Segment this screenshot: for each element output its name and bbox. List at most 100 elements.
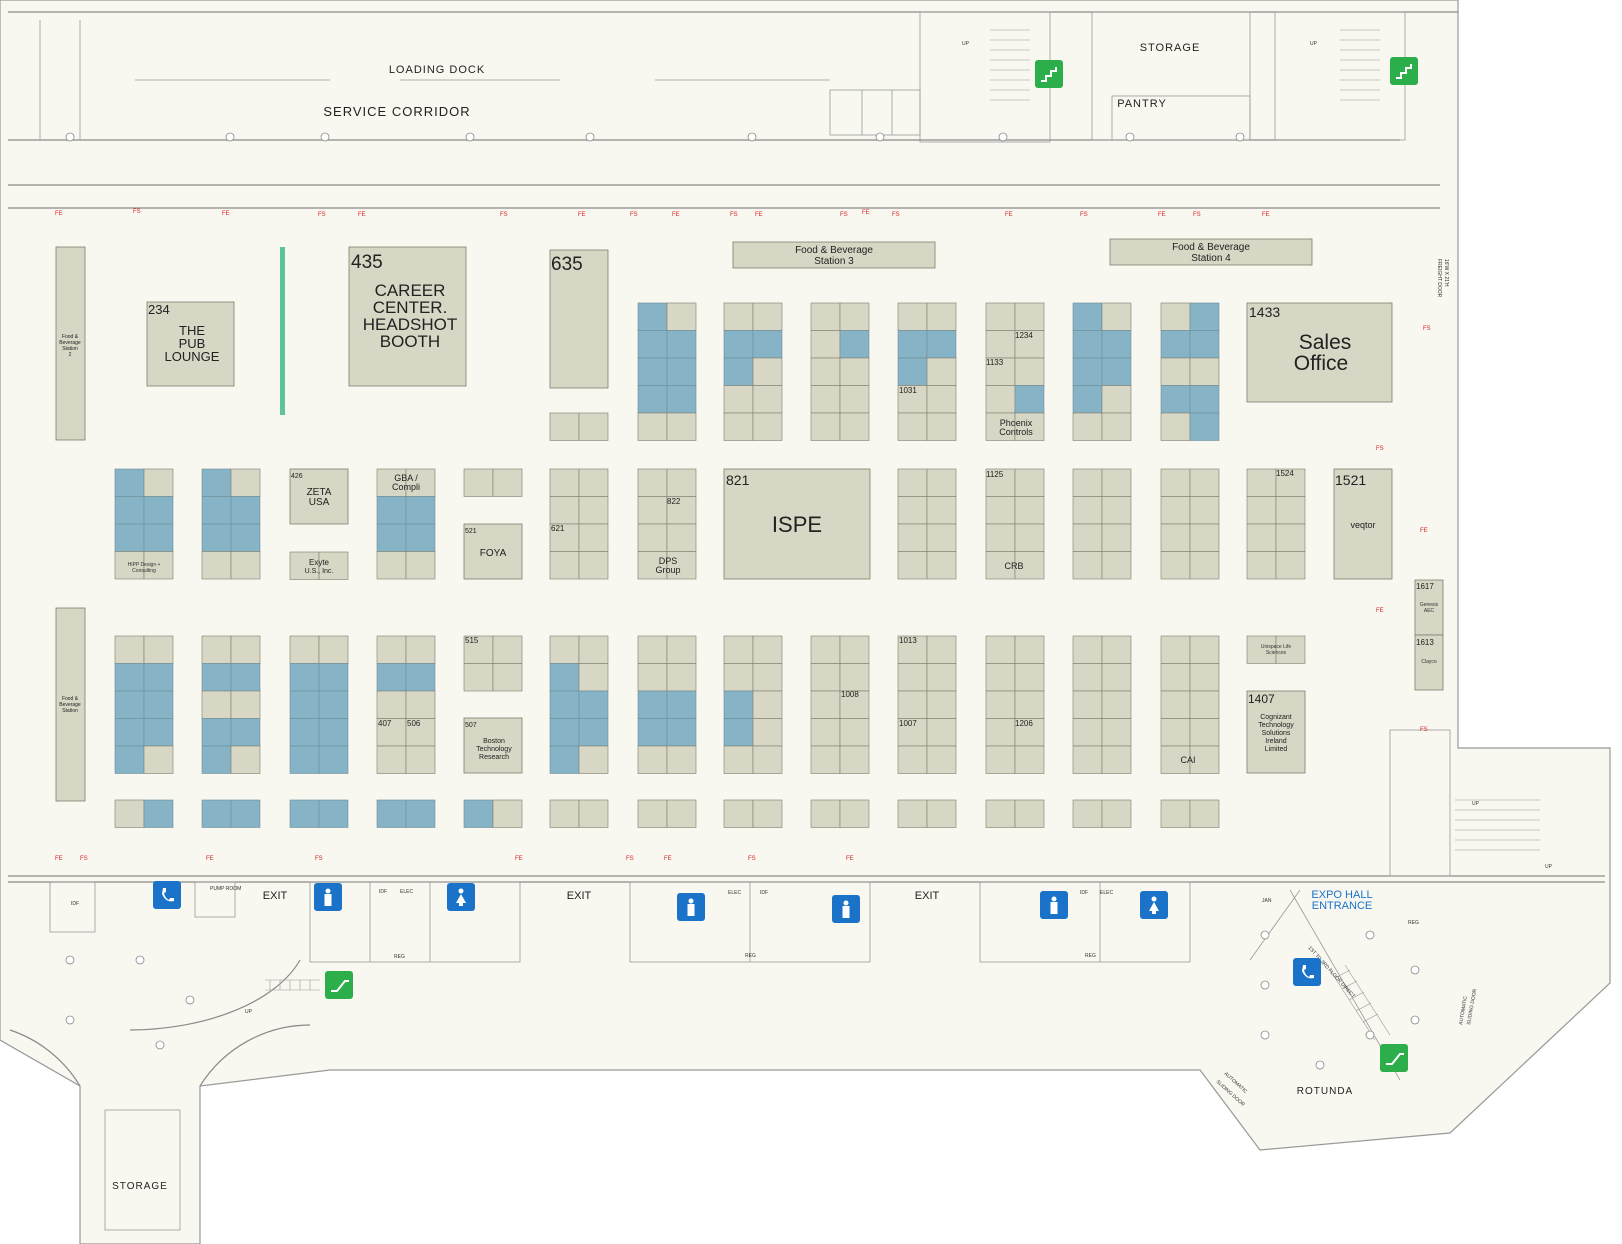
booth[interactable] [1014, 635, 1045, 664]
booth[interactable] [318, 745, 349, 774]
booth[interactable] [405, 690, 436, 719]
booth[interactable] [810, 745, 841, 774]
booth[interactable] [289, 745, 320, 774]
booth[interactable] [839, 663, 870, 692]
booth[interactable] [926, 745, 957, 774]
booth[interactable] [578, 745, 609, 774]
booth[interactable] [637, 357, 668, 386]
booth[interactable] [405, 635, 436, 664]
booth[interactable] [810, 302, 841, 331]
booth[interactable] [985, 718, 1016, 747]
booth[interactable] [1189, 718, 1220, 747]
booth[interactable] [666, 635, 697, 664]
booth[interactable] [1101, 551, 1132, 580]
booth[interactable] [318, 551, 349, 580]
booth-234[interactable]: 234 THE PUB LOUNGE [146, 301, 235, 387]
booth[interactable] [376, 799, 407, 828]
booth[interactable] [405, 799, 436, 828]
booth[interactable] [1189, 357, 1220, 386]
booth[interactable] [1160, 385, 1191, 414]
booth-821[interactable]: 821 ISPE [723, 468, 871, 580]
booth[interactable] [114, 745, 145, 774]
booth[interactable] [926, 690, 957, 719]
booth-426[interactable]: 426 ZETA USA [289, 468, 349, 525]
booth[interactable] [1189, 799, 1220, 828]
booth[interactable] [549, 523, 580, 552]
booth[interactable] [289, 718, 320, 747]
booth[interactable] [578, 799, 609, 828]
booth[interactable] [549, 635, 580, 664]
booth[interactable] [1101, 412, 1132, 441]
booth[interactable] [637, 412, 668, 441]
booth[interactable] [463, 468, 494, 497]
booth[interactable] [1160, 718, 1191, 747]
booth[interactable] [897, 663, 928, 692]
booth[interactable] [201, 718, 232, 747]
booth[interactable] [1189, 468, 1220, 497]
booth[interactable] [1160, 799, 1191, 828]
booth[interactable] [376, 690, 407, 719]
booth[interactable] [405, 468, 436, 497]
booth[interactable] [492, 635, 523, 664]
booth[interactable] [666, 330, 697, 359]
booth[interactable] [405, 523, 436, 552]
booth[interactable] [230, 663, 261, 692]
booth[interactable] [897, 799, 928, 828]
booth[interactable] [752, 745, 783, 774]
booth[interactable] [1072, 357, 1103, 386]
booth[interactable] [1014, 663, 1045, 692]
booth[interactable] [1072, 663, 1103, 692]
booth[interactable] [637, 690, 668, 719]
booth[interactable] [463, 635, 494, 664]
booth[interactable] [810, 635, 841, 664]
booth[interactable] [1014, 412, 1045, 441]
booth[interactable] [810, 690, 841, 719]
booth[interactable] [839, 302, 870, 331]
booth[interactable] [1160, 745, 1191, 774]
booth[interactable] [1014, 523, 1045, 552]
booth[interactable] [1246, 496, 1277, 525]
booth[interactable] [143, 690, 174, 719]
booth[interactable] [114, 635, 145, 664]
booth[interactable] [926, 663, 957, 692]
booth[interactable] [114, 551, 145, 580]
booth[interactable] [114, 663, 145, 692]
booth[interactable] [723, 330, 754, 359]
booth[interactable] [578, 551, 609, 580]
booth[interactable] [549, 412, 580, 441]
booth[interactable] [897, 690, 928, 719]
booth[interactable] [1189, 635, 1220, 664]
booth[interactable] [1101, 523, 1132, 552]
booth[interactable] [492, 468, 523, 497]
booth[interactable] [1160, 551, 1191, 580]
booth[interactable] [376, 663, 407, 692]
booth[interactable] [1014, 551, 1045, 580]
booth[interactable] [897, 468, 928, 497]
booth[interactable] [1072, 718, 1103, 747]
booth[interactable] [578, 663, 609, 692]
booth[interactable] [926, 330, 957, 359]
booth[interactable] [201, 690, 232, 719]
booth[interactable] [926, 718, 957, 747]
booth[interactable] [1101, 718, 1132, 747]
booth[interactable] [376, 468, 407, 497]
booth[interactable] [752, 330, 783, 359]
booth[interactable] [723, 635, 754, 664]
booth[interactable] [289, 799, 320, 828]
booth[interactable] [1160, 635, 1191, 664]
booth-1613[interactable]: 1613 Clayco [1414, 634, 1444, 691]
booth[interactable] [752, 302, 783, 331]
booth[interactable] [810, 330, 841, 359]
booth[interactable] [985, 357, 1016, 386]
booth[interactable] [143, 745, 174, 774]
booth[interactable] [897, 496, 928, 525]
booth[interactable] [230, 690, 261, 719]
booth[interactable] [839, 330, 870, 359]
booth[interactable] [839, 385, 870, 414]
booth[interactable] [230, 745, 261, 774]
booth[interactable] [637, 718, 668, 747]
booth[interactable] [1160, 690, 1191, 719]
booth[interactable] [1014, 496, 1045, 525]
booth[interactable] [1275, 496, 1306, 525]
booth[interactable] [752, 357, 783, 386]
